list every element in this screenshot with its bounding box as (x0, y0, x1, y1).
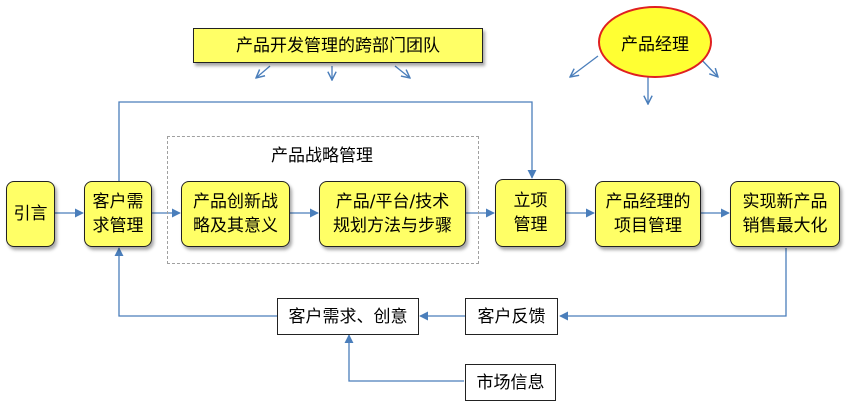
step-pm-project-mgmt: 产品经理的 项目管理 (595, 181, 701, 247)
pm-arrow-left (570, 55, 599, 77)
step-customer-needs-mgmt: 客户需 求管理 (84, 181, 152, 247)
team-arrow-right (394, 65, 410, 78)
arrow-ideas-to-needs (114, 247, 277, 317)
strategy-group-label: 产品战略管理 (271, 146, 373, 166)
step-maximize-sales: 实现新产品 销售最大化 (730, 181, 840, 247)
step-intro: 引言 (6, 181, 55, 247)
arrow-market-to-ideas (344, 334, 464, 382)
arrow-needs-bypass-to-approval (118, 101, 537, 181)
product-manager-ellipse: 产品经理 (598, 6, 712, 78)
step-planning-methods: 产品/平台/技术 规划方法与步骤 (319, 181, 466, 247)
arrow-sales-to-feedback (559, 248, 787, 321)
customer-ideas-box: 客户需求、创意 (277, 298, 419, 335)
customer-feedback-box: 客户反馈 (465, 298, 558, 335)
step-project-approval: 立项 管理 (495, 179, 566, 247)
team-arrow-left (256, 65, 271, 78)
step-innovation-strategy: 产品创新战 略及其意义 (181, 181, 290, 247)
market-info-box: 市场信息 (465, 364, 556, 401)
strategy-group-frame (167, 136, 479, 264)
cross-functional-team-box: 产品开发管理的跨部门团队 (193, 28, 483, 63)
